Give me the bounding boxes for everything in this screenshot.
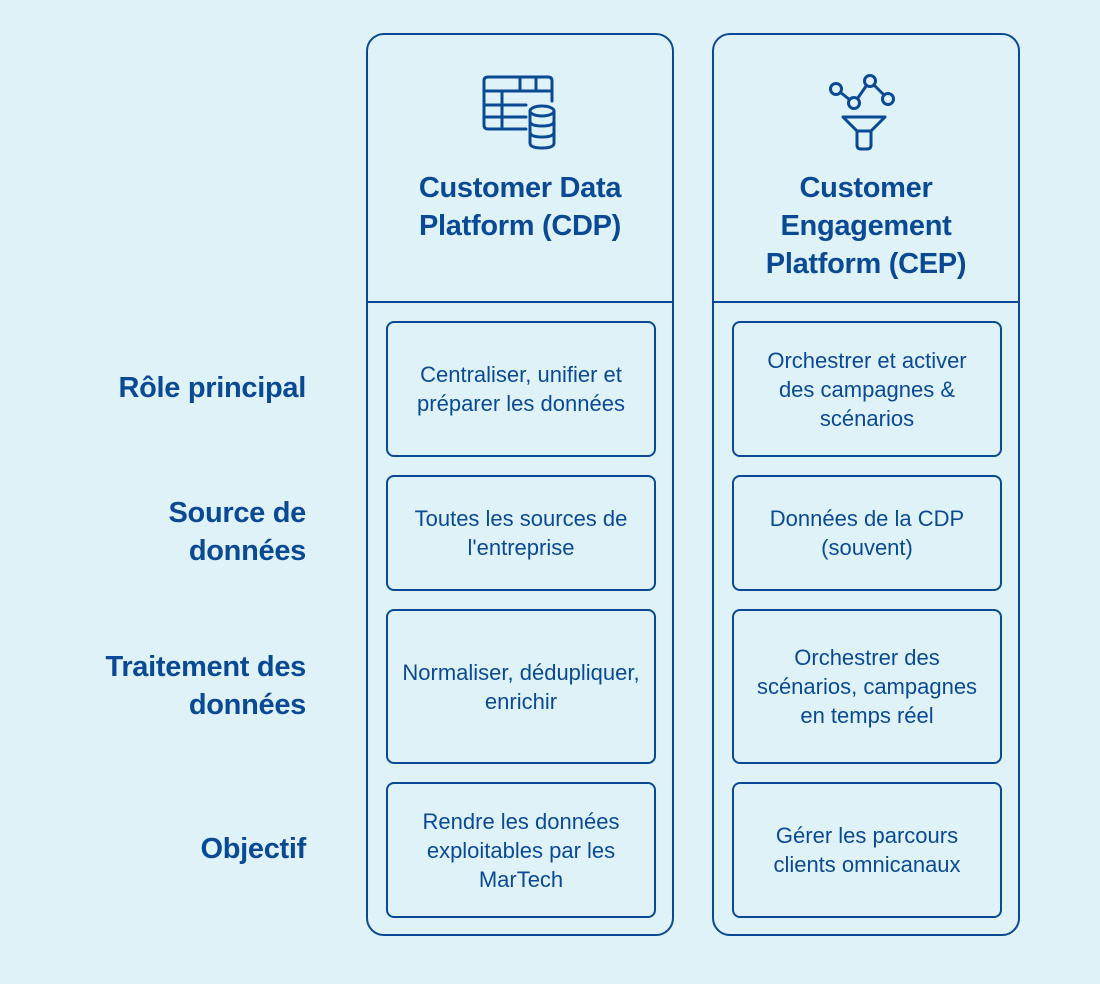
cep-column: Customer Engagement Platform (CEP) Orche… bbox=[712, 33, 1020, 936]
cep-title: Customer Engagement Platform (CEP) bbox=[765, 172, 967, 280]
row-label-objectif: Objectif bbox=[200, 833, 306, 865]
cep-cell-objectif: Gérer les parcours clients omnicanaux bbox=[732, 782, 1002, 918]
cdp-column: Customer Data Platform (CDP) Centraliser… bbox=[366, 33, 674, 936]
row-label-traitement: Traitement des données bbox=[105, 651, 307, 721]
row-label-role: Rôle principal bbox=[118, 372, 306, 404]
network-funnel-icon bbox=[829, 74, 895, 151]
cdp-header: Customer Data Platform (CDP) bbox=[368, 35, 672, 303]
cep-cell-role: Orchestrer et activer des campagnes & sc… bbox=[732, 321, 1002, 457]
table-database-icon bbox=[482, 75, 556, 150]
cep-cell-source: Données de la CDP (souvent) bbox=[732, 475, 1002, 591]
cdp-cell-source: Toutes les sources de l'entreprise bbox=[386, 475, 656, 591]
cdp-cell-objectif: Rendre les données exploitables par les … bbox=[386, 782, 656, 918]
cep-cell-traitement: Orchestrer des scénarios, campagnes en t… bbox=[732, 609, 1002, 764]
cep-header: Customer Engagement Platform (CEP) bbox=[714, 35, 1018, 303]
cdp-cell-role: Centraliser, unifier et préparer les don… bbox=[386, 321, 656, 457]
cdp-cell-traitement: Normaliser, dédupliquer, enrichir bbox=[386, 609, 656, 764]
cdp-title: Customer Data Platform (CDP) bbox=[418, 172, 622, 242]
row-label-source: Source de données bbox=[168, 497, 306, 567]
